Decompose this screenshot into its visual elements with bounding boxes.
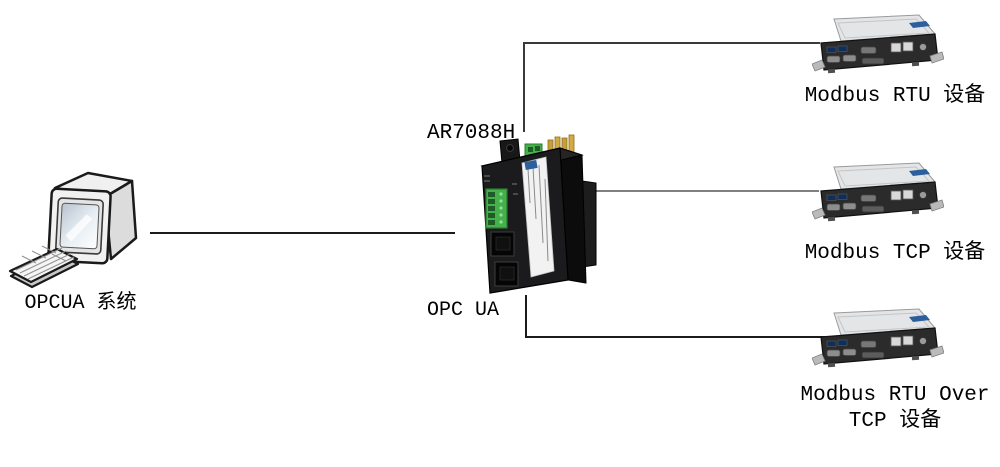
connection-pc-to-gateway xyxy=(150,232,455,234)
connection-gateway-to-rtu-horizontal xyxy=(523,42,820,44)
gateway-model-label: AR7088H xyxy=(427,122,516,145)
connection-gateway-to-tcp xyxy=(592,190,819,192)
modbus-tcp-device-node xyxy=(811,162,945,230)
connection-gateway-to-rtuovertcp-vertical xyxy=(525,295,527,338)
computer-icon xyxy=(8,171,138,289)
modbus-tcp-device-icon xyxy=(811,162,945,235)
computer-label: OPCUA 系统 xyxy=(24,292,137,315)
modbus-rtu-over-tcp-device-node xyxy=(811,308,945,376)
gateway-icon xyxy=(480,134,597,294)
gateway-node xyxy=(470,133,600,301)
modbus-rtu-over-tcp-device-label: Modbus RTU Over TCP 设备 xyxy=(800,384,990,433)
gateway-protocol-label: OPC UA xyxy=(427,299,500,322)
modbus-rtu-device-node xyxy=(811,14,945,82)
modbus-rtu-over-tcp-device-icon xyxy=(811,308,945,381)
modbus-rtu-device-label: Modbus RTU 设备 xyxy=(804,85,986,108)
connection-gateway-to-rtuovertcp-horizontal xyxy=(525,336,825,338)
connection-gateway-to-rtu-vertical xyxy=(523,43,525,132)
opcua-computer-node: OPCUA 系统 xyxy=(8,166,153,315)
modbus-rtu-device-icon xyxy=(811,14,945,87)
modbus-tcp-device-label: Modbus TCP 设备 xyxy=(804,242,986,265)
